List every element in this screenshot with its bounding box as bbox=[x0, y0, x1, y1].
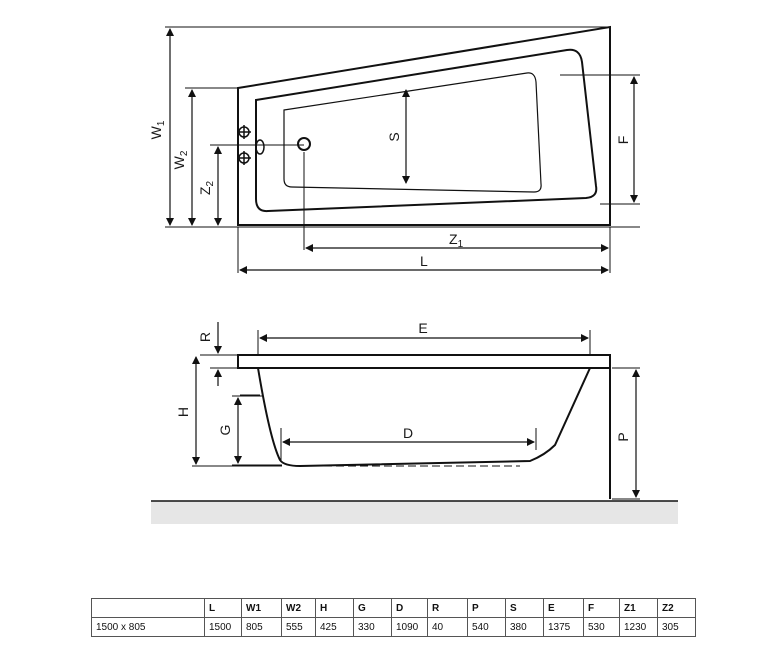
label-z1: Z1 bbox=[449, 231, 464, 250]
tub-basin-inner bbox=[283, 72, 542, 193]
side-view-labels: R E H G D P bbox=[175, 320, 631, 442]
table-cell: 380 bbox=[505, 617, 544, 637]
label-r: R bbox=[197, 332, 213, 342]
table-cell: 305 bbox=[657, 617, 696, 637]
table-cell: 330 bbox=[353, 617, 392, 637]
label-d: D bbox=[403, 425, 413, 441]
label-h: H bbox=[175, 407, 191, 417]
label-f: F bbox=[615, 136, 631, 145]
table-cell: 1375 bbox=[543, 617, 584, 637]
tap-bottom-icon bbox=[237, 151, 251, 165]
label-e: E bbox=[418, 320, 427, 336]
technical-drawing: W1 W2 Z2 S F Z1 L bbox=[148, 25, 678, 524]
table-header-row: L W1 W2 H G D R P S E F Z1 Z2 bbox=[91, 598, 696, 618]
dimension-lines-top bbox=[166, 28, 638, 274]
table-header-cell: W2 bbox=[281, 598, 316, 618]
table-cell: 540 bbox=[467, 617, 506, 637]
label-s: S bbox=[386, 132, 402, 141]
table-header-cell: E bbox=[543, 598, 584, 618]
tub-outline-top bbox=[237, 25, 611, 226]
table-cell: 805 bbox=[241, 617, 282, 637]
table-cell: 425 bbox=[315, 617, 354, 637]
table-header-cell: D bbox=[391, 598, 428, 618]
table-row: 1500 x 805 1500 805 555 425 330 1090 40 … bbox=[91, 617, 696, 637]
table-cell: 40 bbox=[427, 617, 468, 637]
table-header-cell: G bbox=[353, 598, 392, 618]
tap-top-icon bbox=[237, 125, 251, 139]
table-header-cell: P bbox=[467, 598, 506, 618]
label-w2: W2 bbox=[171, 150, 190, 169]
dimensions-table: L W1 W2 H G D R P S E F Z1 Z2 1500 x 805… bbox=[91, 598, 696, 637]
floor bbox=[151, 501, 678, 524]
tub-rim bbox=[237, 354, 611, 369]
table-header-cell: F bbox=[583, 598, 620, 618]
table-cell: 1500 bbox=[204, 617, 242, 637]
label-g: G bbox=[217, 425, 233, 436]
tub-rim-inner bbox=[255, 48, 598, 213]
table-header-cell: R bbox=[427, 598, 468, 618]
extension-lines-top bbox=[165, 26, 640, 273]
table-cell: 530 bbox=[583, 617, 620, 637]
table-header-cell bbox=[91, 598, 205, 618]
table-cell: 1090 bbox=[391, 617, 428, 637]
label-z2: Z2 bbox=[197, 181, 216, 196]
table-header-cell: Z2 bbox=[657, 598, 696, 618]
table-cell: 555 bbox=[281, 617, 316, 637]
top-view bbox=[165, 25, 640, 274]
table-cell: 1500 x 805 bbox=[91, 617, 205, 637]
table-header-cell: Z1 bbox=[619, 598, 658, 618]
extension-lines-side bbox=[192, 330, 640, 500]
dimension-lines-side bbox=[192, 322, 640, 498]
label-p: P bbox=[615, 432, 631, 441]
table-header-cell: W1 bbox=[241, 598, 282, 618]
side-view bbox=[151, 322, 678, 524]
table-header-cell: L bbox=[204, 598, 242, 618]
overflow-icon bbox=[255, 139, 265, 155]
drain-icon bbox=[297, 137, 311, 151]
table-header-cell: S bbox=[505, 598, 544, 618]
table-header-cell: H bbox=[315, 598, 354, 618]
top-view-labels: W1 W2 Z2 S F Z1 L bbox=[148, 120, 631, 269]
label-l: L bbox=[420, 253, 428, 269]
tub-body bbox=[257, 367, 591, 468]
table-cell: 1230 bbox=[619, 617, 658, 637]
label-w1: W1 bbox=[148, 120, 167, 139]
